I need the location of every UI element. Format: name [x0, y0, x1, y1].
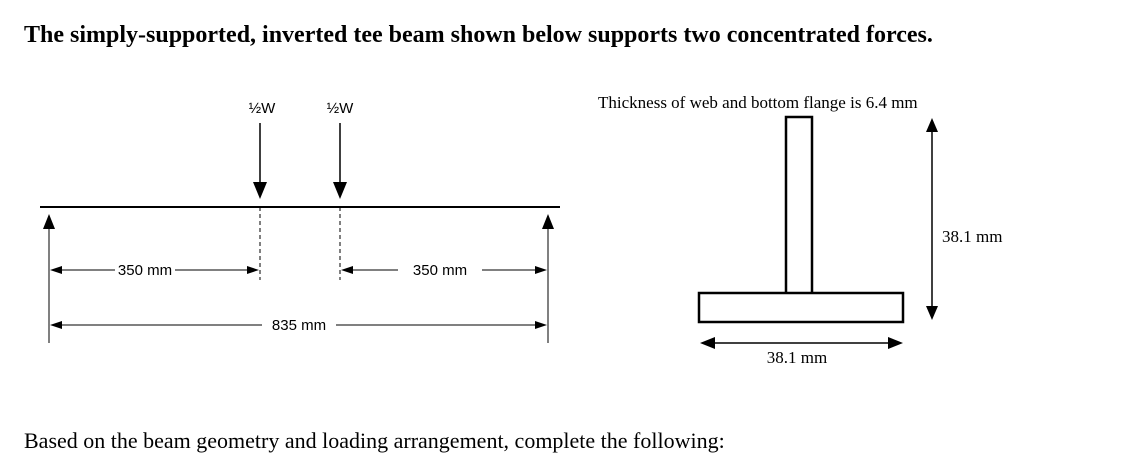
- load-left: ½W: [249, 100, 277, 280]
- up-arrow-icon: [43, 214, 55, 229]
- height-label: 38.1 mm: [942, 227, 1002, 246]
- dimension-right: 350 mm: [341, 262, 547, 279]
- up-arrow-icon: [542, 214, 554, 229]
- dim-span-label: 835 mm: [272, 317, 326, 334]
- reaction-left: [43, 214, 55, 343]
- tee-web: [784, 115, 814, 296]
- width-label: 38.1 mm: [767, 348, 827, 367]
- down-arrow-icon: [926, 306, 938, 320]
- instruction-text: Based on the beam geometry and loading a…: [24, 428, 725, 453]
- load-left-label: ½W: [249, 100, 277, 117]
- load-right-label: ½W: [327, 100, 355, 117]
- dimension-span: 835 mm: [50, 317, 547, 334]
- tee-flange: [697, 291, 905, 324]
- left-arrow-icon: [700, 337, 715, 349]
- dimension-left: 350 mm: [50, 262, 259, 279]
- right-arrow-icon: [888, 337, 903, 349]
- dimension-height: 38.1 mm: [926, 118, 1002, 320]
- problem-title: The simply-supported, inverted tee beam …: [24, 22, 933, 48]
- dim-right-label: 350 mm: [413, 262, 467, 279]
- dimension-width: 38.1 mm: [700, 337, 903, 367]
- load-right: ½W: [327, 100, 355, 280]
- up-arrow-icon: [926, 118, 938, 132]
- thickness-note: Thickness of web and bottom flange is 6.…: [598, 93, 918, 112]
- down-arrow-icon: [253, 182, 267, 199]
- reaction-right: [542, 214, 554, 343]
- down-arrow-icon: [333, 182, 347, 199]
- dim-left-label: 350 mm: [118, 262, 172, 279]
